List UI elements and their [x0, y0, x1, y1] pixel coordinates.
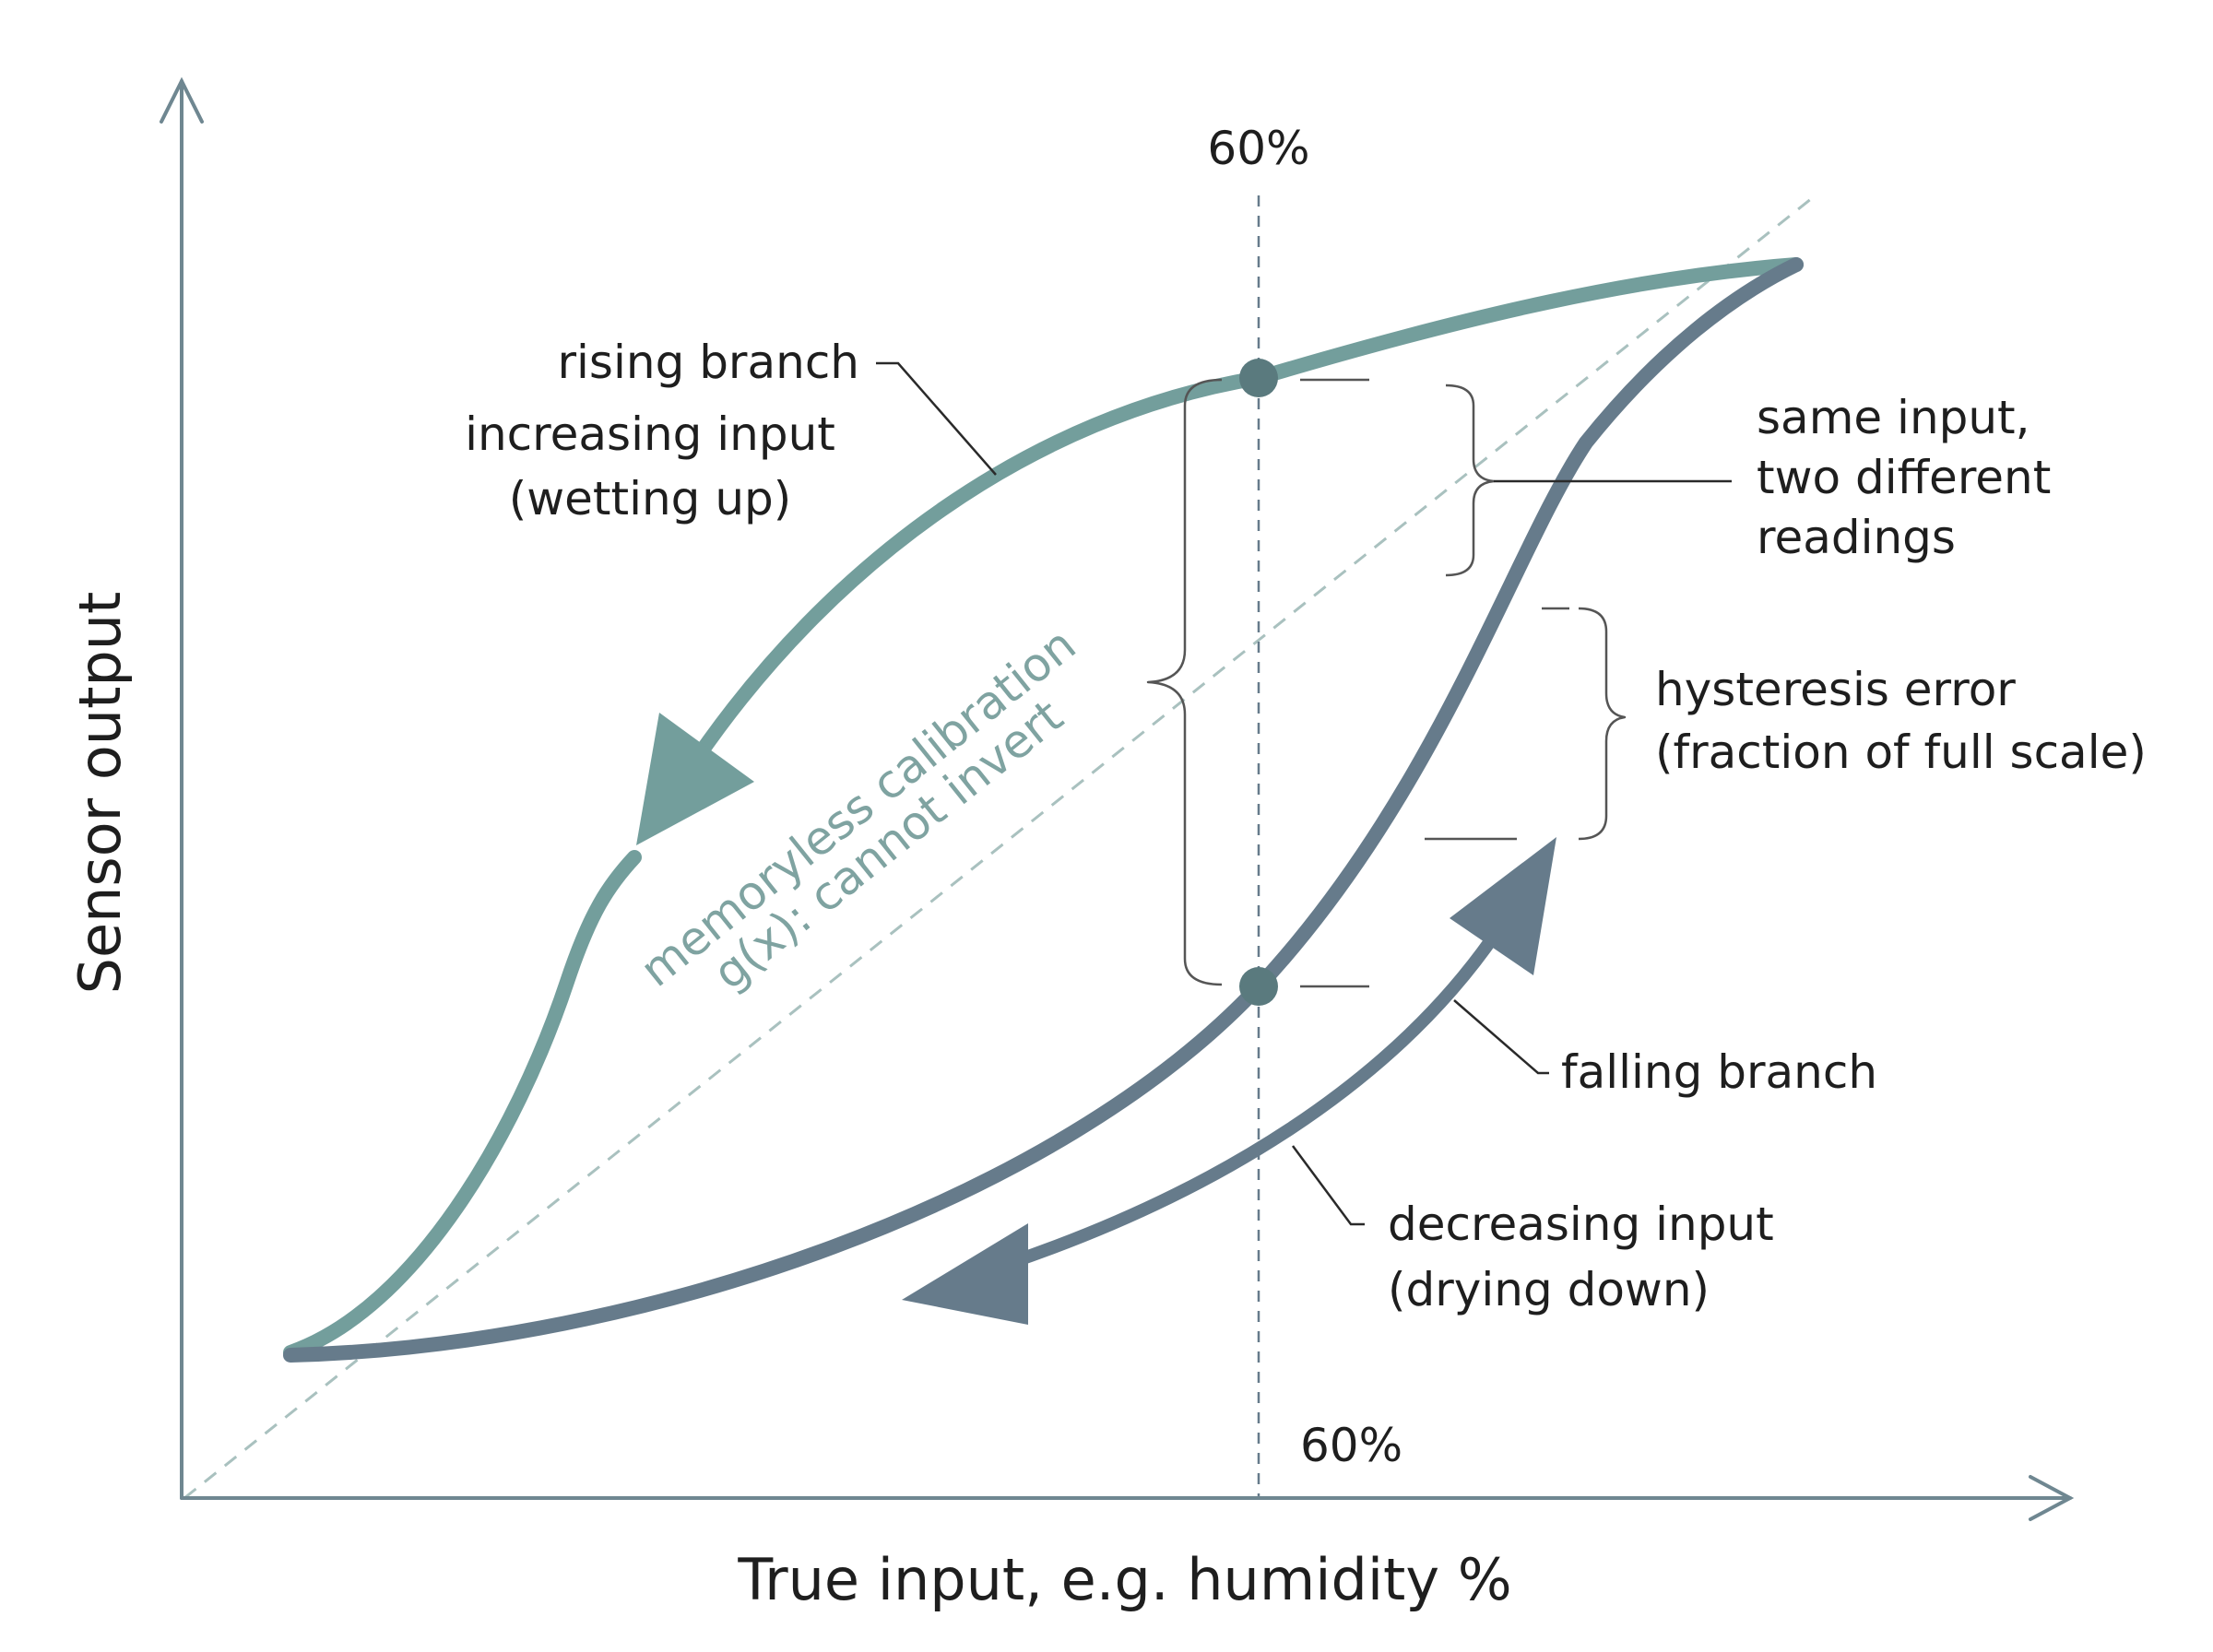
reading-span-brace	[1146, 378, 1223, 986]
decreasing-input-arrowhead-right	[1450, 837, 1556, 975]
marker-top-label: 60%	[1207, 122, 1309, 175]
calibration-text: memoryless calibration g(x): cannot inve…	[631, 618, 1086, 1000]
decreasing-input-arrow	[1003, 902, 1519, 1269]
rising-branch-sub2: (wetting up)	[509, 472, 792, 525]
x-axis-arrowhead	[2029, 1475, 2075, 1521]
calibration-line	[183, 196, 1813, 1500]
rising-branch-arrowhead	[636, 713, 754, 845]
x-axis-title: True input, e.g. humidity %	[737, 1546, 1511, 1613]
hysteresis-line1: hysteresis error	[1655, 663, 2016, 716]
decreasing-input-leader	[1291, 1145, 1365, 1226]
y-axis-title: Sensor output	[66, 592, 134, 995]
falling-branch-sub2: (drying down)	[1388, 1263, 1710, 1316]
falling-branch-leader	[1453, 999, 1549, 1075]
same-input-line1: same input,	[1757, 391, 2030, 444]
same-input-line2: two different	[1757, 451, 2051, 504]
falling-branch-sub1: decreasing input	[1388, 1198, 1774, 1251]
y-axis-arrowhead	[160, 77, 204, 124]
marker-bottom-label: 60%	[1300, 1419, 1402, 1472]
same-input-brace	[1445, 384, 1496, 577]
falling-branch-label: falling branch	[1561, 1045, 1877, 1099]
level-dashes	[1300, 378, 1569, 988]
axes	[160, 77, 2075, 1521]
rising-branch-label: rising branch	[557, 336, 859, 389]
rising-branch-leader	[876, 361, 997, 476]
falling-branch	[283, 257, 1804, 1363]
falling-branch-curve	[283, 257, 1804, 1363]
rising-point	[1239, 359, 1278, 397]
calibration-line2: g(x): cannot invert	[704, 690, 1073, 1000]
decreasing-input-arrowhead-left	[902, 1223, 1028, 1325]
rising-branch-sub1: increasing input	[465, 407, 835, 461]
falling-point	[1239, 967, 1278, 1006]
rising-branch-curve	[283, 850, 642, 1360]
same-input-line3: readings	[1757, 511, 1956, 564]
hysteresis-line2: (fraction of full scale)	[1655, 726, 2147, 779]
hysteresis-brace	[1578, 607, 1627, 841]
